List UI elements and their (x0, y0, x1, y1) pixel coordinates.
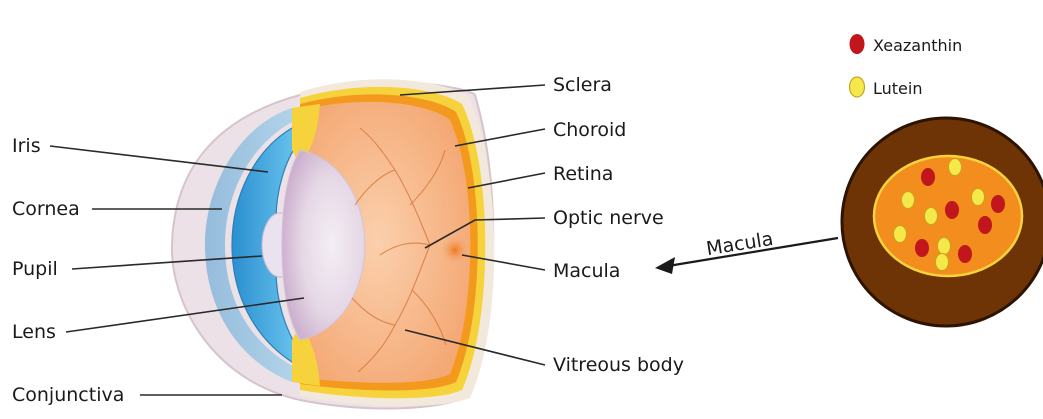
lutein-dot (936, 254, 949, 271)
xeazanthin-dot (991, 195, 1005, 213)
legend-label-xeazanthin: Xeazanthin (873, 36, 962, 55)
arrow-head (655, 257, 675, 274)
legend-label-lutein: Lutein (873, 79, 922, 98)
lutein-dot (938, 238, 951, 255)
macula-spot (441, 236, 469, 264)
xeazanthin-dot (958, 245, 972, 263)
macula-zoom-disc (842, 118, 1043, 326)
label-optic-nerve: Optic nerve (553, 207, 664, 229)
label-pupil: Pupil (12, 258, 58, 280)
label-retina: Retina (553, 163, 613, 185)
label-conjunctiva: Conjunctiva (12, 384, 124, 406)
eye-cross-section (172, 79, 494, 408)
label-macula: Macula (553, 260, 620, 282)
label-sclera: Sclera (553, 74, 612, 96)
xeazanthin-dot (915, 239, 929, 257)
label-cornea: Cornea (12, 198, 80, 220)
arrow-label-macula: Macula (705, 228, 775, 260)
label-choroid: Choroid (553, 119, 626, 141)
legend-swatch-xeazanthin (850, 34, 865, 54)
lutein-dot (972, 189, 985, 206)
xeazanthin-dot (978, 216, 992, 234)
lutein-dot (902, 192, 915, 209)
legend: Xeazanthin Lutein (850, 34, 963, 98)
macula-arrow: Macula (655, 228, 838, 274)
lutein-dot (949, 159, 962, 176)
label-vitreous-body: Vitreous body (553, 354, 684, 376)
lutein-dot (925, 208, 938, 225)
label-iris: Iris (12, 135, 41, 157)
xeazanthin-dot (921, 168, 935, 186)
legend-swatch-lutein (850, 77, 865, 97)
xeazanthin-dot (945, 201, 959, 219)
lutein-dot (894, 226, 907, 243)
label-lens: Lens (12, 321, 56, 343)
